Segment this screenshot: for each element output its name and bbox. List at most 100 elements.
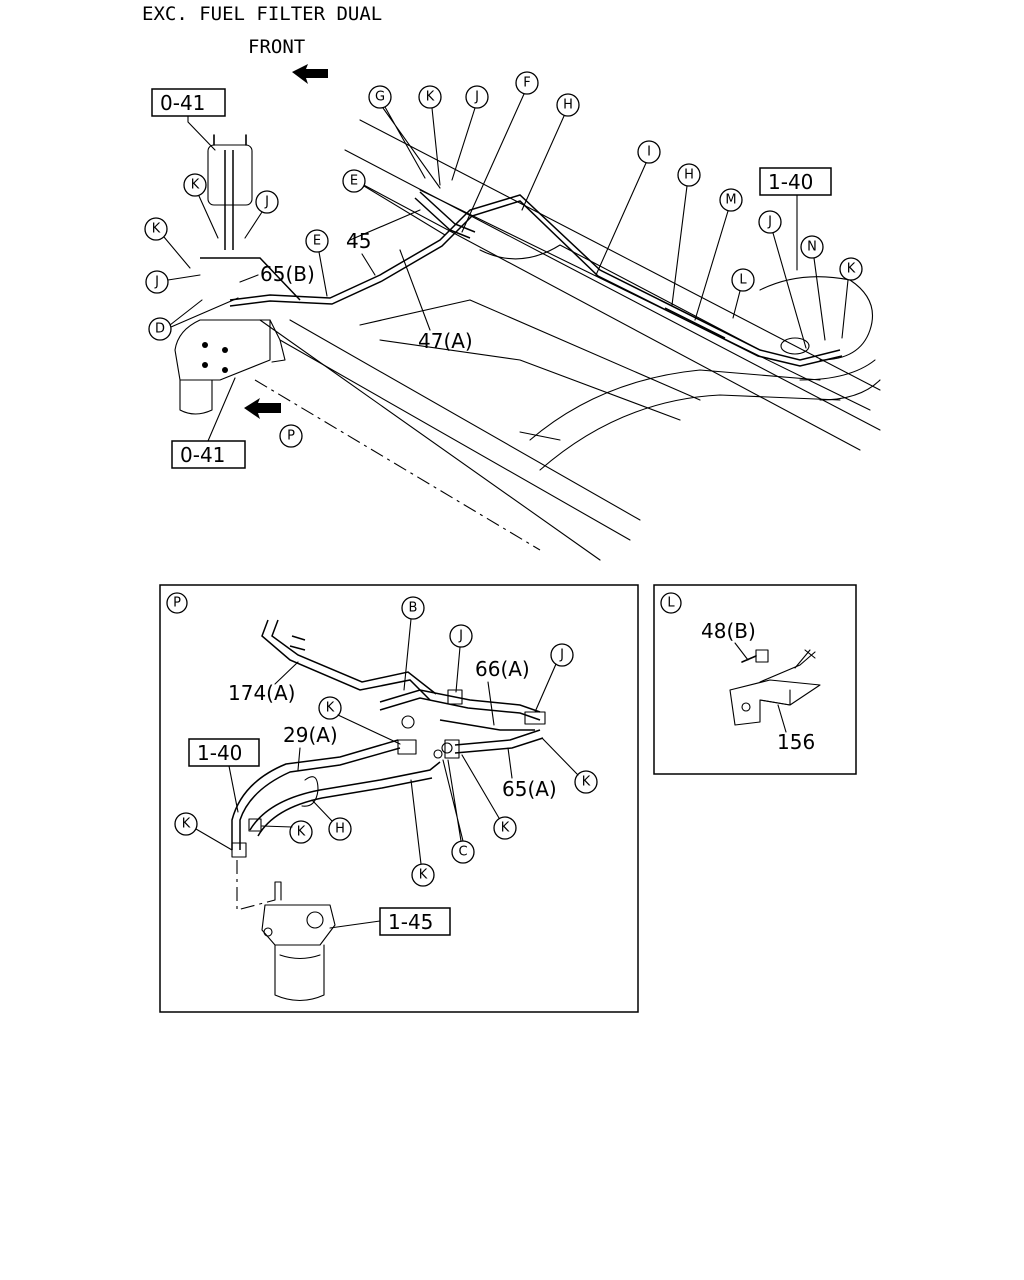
callout-m: M [694, 188, 743, 321]
svg-text:J: J [474, 90, 479, 105]
detail-l-frame [653, 584, 857, 775]
callout-f: F [461, 71, 539, 233]
svg-text:F: F [523, 76, 530, 91]
detail-l-bracket [729, 649, 821, 726]
leader-65b [239, 274, 259, 283]
detail-p-frame [159, 584, 639, 1013]
detail-callout-k-lower-left: K [174, 812, 233, 851]
callout-d: D [148, 297, 239, 341]
leader-66a [487, 681, 495, 726]
callout-j-right: J [758, 210, 807, 349]
callout-h-mid: H [671, 163, 701, 306]
chassis-frame [254, 119, 881, 561]
svg-text:L: L [667, 596, 675, 611]
detail-part-174a: 174(A) [228, 681, 295, 705]
callout-k-left: K [144, 217, 191, 269]
callout-k-top: K [418, 85, 442, 186]
leader-174a [274, 661, 299, 685]
detail-part-48b: 48(B) [701, 619, 756, 643]
variant-title: EXC. FUEL FILTER DUAL [142, 3, 382, 25]
svg-text:C: C [458, 845, 467, 860]
ref-box-1-40-top[interactable]: 1-40 [759, 167, 832, 196]
callout-g: G [368, 85, 441, 189]
svg-text:K: K [501, 821, 510, 836]
svg-text:K: K [297, 825, 306, 840]
leader-0-41-bottom [207, 377, 236, 442]
svg-text:L: L [739, 273, 747, 288]
ref-box-0-41-top[interactable]: 0-41 [151, 88, 226, 117]
detail-callout-c: C [442, 759, 475, 864]
svg-text:H: H [563, 98, 573, 113]
detail-callout-h: H [311, 799, 352, 841]
callout-p-view: P [279, 424, 303, 448]
svg-text:I: I [647, 145, 651, 160]
callout-i: I [595, 140, 661, 276]
part-47a: 47(A) [418, 329, 473, 353]
part-45: 45 [346, 229, 371, 253]
detail-callout-j-left: J [449, 624, 473, 693]
callout-e-lower: E [305, 229, 329, 297]
leader-156 [777, 704, 787, 733]
detail-callout-k-upper: K [318, 696, 401, 745]
view-arrow-p [244, 398, 281, 419]
callout-n: N [800, 235, 826, 341]
svg-text:M: M [725, 193, 736, 208]
callout-k-filter: K [183, 173, 219, 239]
detail-callout-k-mid: K [261, 820, 313, 844]
svg-text:K: K [326, 701, 335, 716]
ref-box-1-45-detail[interactable]: 1-45 [379, 907, 451, 936]
svg-text:P: P [287, 429, 295, 444]
svg-text:J: J [458, 629, 463, 644]
svg-text:K: K [191, 178, 200, 193]
svg-text:H: H [684, 168, 694, 183]
svg-text:K: K [426, 90, 435, 105]
leader-1-40-detail [228, 765, 239, 813]
fuel-lines-main [229, 191, 843, 367]
svg-text:G: G [375, 90, 385, 105]
svg-text:H: H [335, 822, 345, 837]
callout-j-left: J [145, 270, 201, 294]
svg-text:K: K [847, 262, 856, 277]
ref-box-0-41-bottom-text: 0-41 [180, 443, 225, 467]
ref-box-0-41-bottom[interactable]: 0-41 [171, 440, 246, 469]
front-arrow-top [292, 64, 328, 84]
detail-part-156: 156 [777, 730, 815, 754]
svg-text:D: D [155, 322, 165, 337]
detail-callout-b: B [401, 596, 425, 691]
leader-0-41-top [187, 115, 216, 151]
svg-text:J: J [559, 648, 564, 663]
svg-text:J: J [767, 215, 772, 230]
leader-1-45-detail [329, 920, 381, 929]
svg-text:K: K [582, 775, 591, 790]
ref-box-0-41-top-text: 0-41 [160, 91, 205, 115]
ref-box-1-40-detail-text: 1-40 [197, 741, 242, 765]
front-label: FRONT [248, 36, 305, 58]
detail-p-label: P [166, 592, 188, 614]
ref-box-1-45-detail-text: 1-45 [388, 910, 433, 934]
ref-box-1-40-detail[interactable]: 1-40 [188, 738, 260, 767]
callout-j-top: J [451, 85, 489, 181]
leader-45 [361, 253, 376, 276]
svg-text:K: K [182, 817, 191, 832]
filter-assembly-main [174, 134, 301, 415]
svg-text:K: K [152, 222, 161, 237]
ref-box-1-40-top-text: 1-40 [768, 170, 813, 194]
detail-callout-k-right: K [541, 737, 598, 794]
detail-p-hoses [231, 619, 546, 911]
callout-e-upper: E [342, 169, 446, 236]
leader-47a [399, 249, 431, 331]
svg-text:E: E [350, 174, 358, 189]
svg-text:B: B [409, 601, 418, 616]
svg-text:E: E [313, 234, 321, 249]
leader-48b [734, 642, 749, 661]
detail-part-65a: 65(A) [502, 777, 557, 801]
svg-text:N: N [807, 240, 817, 255]
leader-65a [507, 747, 513, 779]
svg-text:J: J [154, 275, 159, 290]
detail-p-filter [261, 881, 336, 1002]
part-65b: 65(B) [260, 262, 315, 286]
detail-part-66a: 66(A) [475, 657, 530, 681]
svg-text:J: J [264, 195, 269, 210]
callout-h-top: H [521, 93, 580, 211]
